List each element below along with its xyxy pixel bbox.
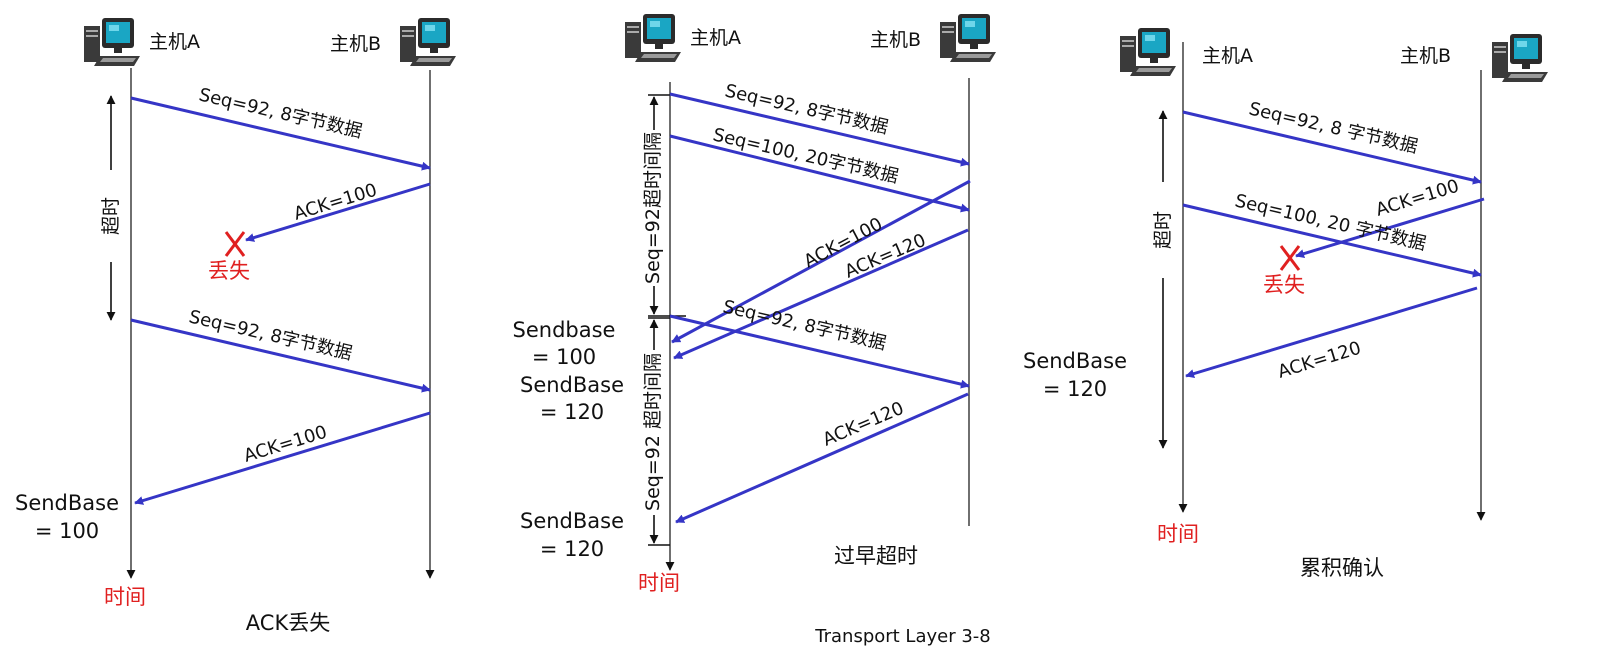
msg-seq92-retransmit-label: Seq=92, 8字节数据 bbox=[187, 306, 354, 364]
msg-ack120-second bbox=[675, 392, 969, 524]
computer-icon bbox=[940, 14, 996, 62]
msg-ack100 bbox=[245, 182, 431, 242]
msg-seq92-label: Seq=92, 8字节数据 bbox=[723, 80, 890, 138]
msg-seq100 bbox=[669, 134, 970, 213]
host-b-label: 主机B bbox=[870, 29, 921, 51]
msg-ack100-second bbox=[134, 411, 431, 505]
host-b-label: 主机B bbox=[330, 33, 381, 55]
panel-caption: ACK丢失 bbox=[246, 611, 330, 635]
panel-caption: 过早超时 bbox=[834, 544, 918, 568]
footer-text: Transport Layer 3-8 bbox=[814, 626, 991, 647]
sendbase-label: SendBase bbox=[15, 491, 119, 515]
msg-ack100-label: ACK=100 bbox=[291, 180, 379, 225]
computer-icon bbox=[1492, 34, 1548, 82]
msg-seq92 bbox=[1182, 110, 1482, 185]
time-axis-label: 时间 bbox=[1157, 522, 1199, 546]
panel-premature-timeout: 主机A 主机B Seq=92超时间隔 Seq=92 超时间隔 Seq=92, 8… bbox=[513, 14, 996, 647]
msg-ack120 bbox=[673, 228, 969, 360]
time-axis-label: 时间 bbox=[104, 585, 146, 609]
timeout-label: 超时 bbox=[100, 197, 122, 235]
msg-seq92 bbox=[669, 92, 970, 167]
lost-x-icon bbox=[1279, 245, 1301, 271]
computer-icon bbox=[84, 18, 140, 66]
msg-seq92-retransmit bbox=[130, 318, 431, 393]
msg-ack100-label: ACK=100 bbox=[1373, 176, 1461, 221]
host-a-label: 主机A bbox=[690, 27, 741, 49]
sendbase-value: = 120 bbox=[540, 400, 604, 424]
msg-ack100 bbox=[1295, 197, 1485, 258]
msg-ack120 bbox=[1185, 286, 1478, 378]
sendbase-label: SendBase bbox=[520, 373, 624, 397]
msg-seq100 bbox=[1182, 203, 1482, 278]
panel-caption: 累积确认 bbox=[1300, 556, 1384, 580]
sendbase-label: Sendbase bbox=[513, 318, 616, 342]
sendbase-value: = 100 bbox=[532, 345, 596, 369]
msg-seq92 bbox=[130, 96, 431, 171]
computer-icon bbox=[625, 14, 681, 62]
lost-x-icon bbox=[224, 231, 246, 257]
lost-label: 丢失 bbox=[1263, 273, 1305, 297]
sendbase-value: = 120 bbox=[1043, 377, 1107, 401]
timeout-label: 超时 bbox=[1152, 211, 1174, 249]
host-b-label: 主机B bbox=[1400, 45, 1451, 67]
computer-icon bbox=[400, 18, 456, 66]
panel-ack-lost: 主机A 主机B 超时 Seq=92, 8字节数据 ACK=100 丢失 Seq=… bbox=[15, 18, 456, 635]
msg-ack100 bbox=[671, 179, 971, 344]
time-axis-label: 时间 bbox=[638, 571, 680, 595]
host-a-label: 主机A bbox=[1202, 45, 1253, 67]
msg-ack100-second-label: ACK=100 bbox=[241, 422, 329, 467]
msg-seq92-retransmit bbox=[669, 314, 970, 389]
sendbase-value: = 100 bbox=[35, 519, 99, 543]
msg-ack120-second-label: ACK=120 bbox=[820, 398, 907, 451]
timer1-label: Seq=92超时间隔 bbox=[642, 132, 664, 284]
timer2-label: Seq=92 超时间隔 bbox=[642, 353, 664, 511]
computer-icon bbox=[1120, 28, 1176, 76]
sendbase-value: = 120 bbox=[540, 537, 604, 561]
lost-label: 丢失 bbox=[208, 259, 250, 283]
panel-cumulative-ack: 主机A 主机B 超时 Seq=92, 8 字节数据 ACK=100 Seq=10… bbox=[1023, 28, 1548, 580]
host-a-label: 主机A bbox=[149, 31, 200, 53]
sendbase-label: SendBase bbox=[1023, 349, 1127, 373]
sendbase-label: SendBase bbox=[520, 509, 624, 533]
